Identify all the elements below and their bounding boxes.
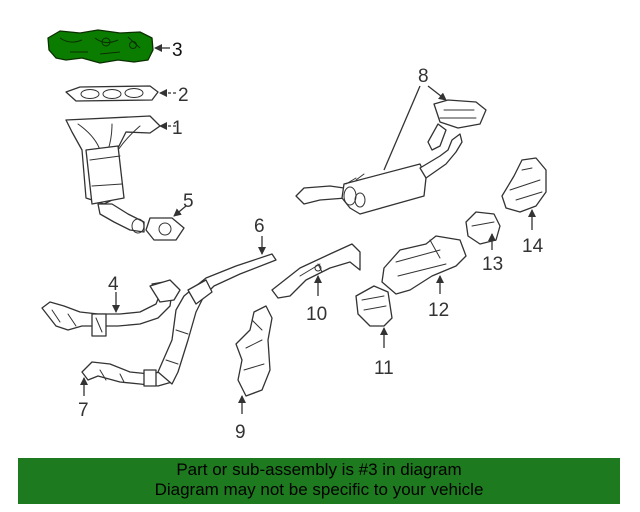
callout-8: 8 bbox=[418, 66, 429, 87]
parts-diagram: 3 2 1 5 4 7 bbox=[41, 29, 547, 443]
callout-4: 4 bbox=[108, 274, 119, 295]
part-6-intermediate-pipe[interactable] bbox=[157, 253, 277, 385]
info-banner: Part or sub-assembly is #3 in diagram Di… bbox=[18, 458, 620, 504]
part-10-heat-shield[interactable] bbox=[271, 243, 361, 299]
callout-14: 14 bbox=[522, 236, 544, 257]
callout-1: 1 bbox=[172, 118, 183, 139]
callout-3: 3 bbox=[172, 40, 183, 61]
part-11-bracket[interactable] bbox=[355, 285, 393, 327]
callout-2: 2 bbox=[178, 85, 189, 106]
part-13-bracket[interactable] bbox=[465, 211, 501, 245]
part-4-front-pipe[interactable] bbox=[41, 279, 181, 337]
part-1-exhaust-manifold[interactable] bbox=[65, 115, 161, 234]
banner-line-1: Part or sub-assembly is #3 in diagram bbox=[176, 460, 462, 479]
part-9-heat-shield[interactable] bbox=[235, 305, 273, 397]
callout-7: 7 bbox=[78, 400, 89, 421]
part-5-flange-gasket[interactable] bbox=[145, 217, 185, 241]
part-14-heat-shield[interactable] bbox=[501, 157, 547, 213]
part-2-manifold-gasket[interactable] bbox=[65, 85, 159, 102]
callout-5: 5 bbox=[183, 191, 194, 212]
banner-line-2: Diagram may not be specific to your vehi… bbox=[154, 480, 484, 499]
callout-13: 13 bbox=[482, 254, 503, 275]
callout-9: 9 bbox=[235, 422, 246, 443]
part-7-connector-pipe[interactable] bbox=[81, 361, 173, 387]
callout-12: 12 bbox=[428, 300, 449, 321]
part-12-resonator[interactable] bbox=[381, 235, 467, 295]
callout-11: 11 bbox=[374, 358, 394, 379]
callout-10: 10 bbox=[306, 304, 327, 325]
part-8-muffler-assembly[interactable] bbox=[295, 99, 487, 215]
callout-6: 6 bbox=[254, 216, 265, 237]
part-3-heat-shield[interactable] bbox=[47, 29, 154, 64]
